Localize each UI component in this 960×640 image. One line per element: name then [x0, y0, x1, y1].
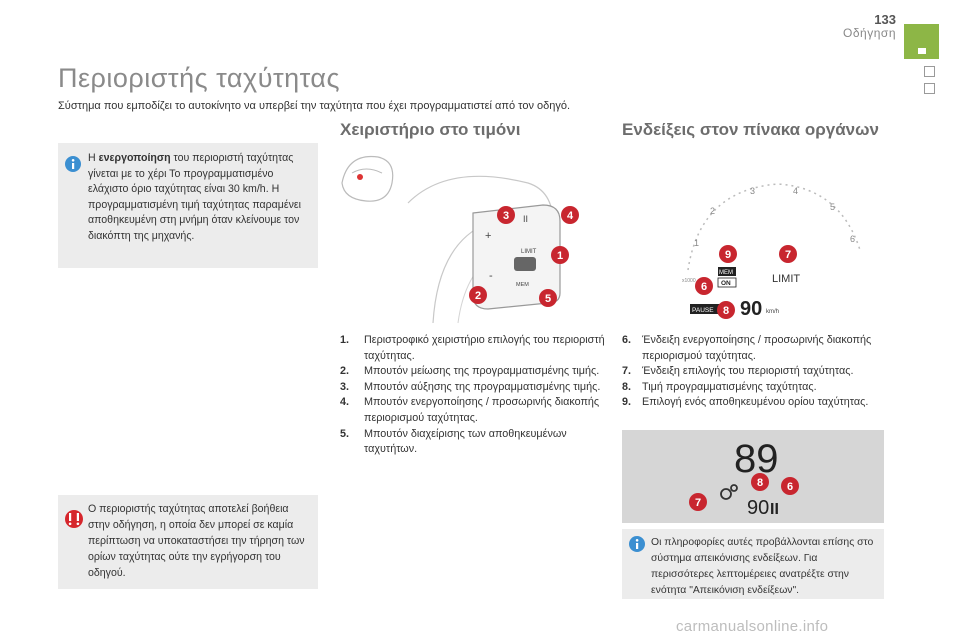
page-subtitle: Σύστημα που εμποδίζει το αυτοκίνητο να υ… [58, 100, 571, 112]
list-item: 3.Μπουτόν αύξησης της προγραμματισμένης … [340, 380, 601, 393]
svg-text:2: 2 [475, 290, 481, 302]
pause-indicator: PAUSE [692, 307, 714, 314]
minus-button-glyph: - [489, 270, 493, 282]
callout-3: 3 [497, 206, 515, 224]
section-heading-wheel: Χειριστήριο στο τιμόνι [340, 120, 521, 139]
svg-text:7: 7 [785, 249, 791, 261]
watermark: carmanualsonline.info [676, 618, 829, 635]
on-indicator: ON [721, 280, 731, 287]
rpm-tick-5: 5 [830, 202, 835, 212]
rpm-tick-4: 4 [793, 186, 798, 196]
callout-5: 5 [539, 289, 557, 307]
speed-limiter-icon [720, 484, 738, 500]
thumbnail-wheel-icon [341, 155, 394, 202]
svg-text:7: 7 [695, 497, 701, 509]
callout-8: 8 [751, 473, 769, 491]
callout-7: 7 [779, 245, 797, 263]
info-box-text: Η ενεργοποίηση του περιοριστή ταχύτητας … [88, 152, 301, 242]
list-item: 5.Μπουτόν διαχείρισης των αποθηκευμένων … [340, 427, 567, 456]
page-title: Περιοριστής ταχύτητας [58, 63, 341, 93]
rpm-tick-3: 3 [750, 186, 755, 196]
instrument-cluster-illustration: 1 2 3 4 5 6 x1000 MEM ON LIMIT PAUSE 90 … [682, 183, 861, 320]
svg-text:8: 8 [723, 305, 729, 317]
list-item: 2.Μπουτόν μείωσης της προγραμματισμένης … [340, 365, 600, 378]
svg-text:6: 6 [701, 281, 707, 293]
list-item: 1.Περιστροφικό χειριστήριο επιλογής του … [340, 334, 605, 362]
svg-text:9: 9 [725, 249, 731, 261]
list-item: 7.Ένδειξη επιλογής του περιοριστή ταχύτη… [622, 365, 854, 378]
limit-indicator: LIMIT [772, 273, 800, 285]
svg-text:5: 5 [545, 293, 551, 305]
callout-6: 6 [695, 277, 713, 295]
speed-unit: km/h [766, 309, 779, 315]
rpm-tick-2: 2 [710, 206, 715, 216]
svg-text:1: 1 [557, 250, 563, 262]
svg-text:6: 6 [787, 481, 793, 493]
display-limit-value: 90 [747, 497, 769, 519]
callout-8: 8 [717, 301, 735, 319]
info-box-text: Οι πληροφορίες αυτές προβάλλονται επίσης… [651, 537, 874, 596]
chapter-tab-active[interactable] [904, 24, 939, 59]
list-item: 4.Μπουτόν ενεργοποίησης / προσωρινής δια… [340, 396, 600, 424]
rpm-tick-6: 6 [850, 234, 855, 244]
chapter-tab[interactable] [924, 66, 935, 77]
list-item: 6.Ένδειξη ενεργοποίησης / προσωρινής δια… [622, 334, 872, 362]
list-item: 9.Επιλογή ενός αποθηκευμένου ορίου ταχύτ… [622, 396, 869, 409]
info-icon [628, 535, 646, 558]
chapter-tab[interactable] [924, 83, 935, 94]
plus-button-glyph: + [485, 230, 491, 242]
mem-indicator: MEM [719, 270, 733, 276]
rpm-tick-1: 1 [694, 238, 699, 248]
svg-text:8: 8 [757, 477, 763, 489]
warning-icon [64, 509, 84, 534]
info-box: Η ενεργοποίηση του περιοριστή ταχύτητας … [58, 143, 318, 268]
info-box: Οι πληροφορίες αυτές προβάλλονται επίσης… [622, 529, 884, 599]
display-pause-symbol: II [770, 501, 779, 518]
mem-button-label: MEM [516, 282, 529, 288]
display-screen-illustration: 89 90 II 7 8 6 [622, 430, 884, 523]
svg-text:3: 3 [503, 210, 509, 222]
section-heading-cluster: Ενδείξεις στον πίνακα οργάνων [622, 120, 879, 139]
info-icon [64, 155, 82, 178]
limit-speed-value: 90 [740, 298, 762, 320]
wheel-controls-list: 1.Περιστροφικό χειριστήριο επιλογής του … [340, 333, 605, 458]
limit-button-label: LIMIT [521, 249, 537, 255]
list-item: 8.Τιμή προγραμματισμένης ταχύτητας. [622, 380, 817, 393]
callout-2: 2 [469, 286, 487, 304]
steering-wheel-illustration: II + LIMIT - MEM 3 4 1 2 5 [341, 155, 579, 324]
callout-9: 9 [719, 245, 737, 263]
pause-button-glyph: II [523, 214, 528, 224]
warning-box: Ο περιοριστής ταχύτητας αποτελεί βοήθεια… [58, 495, 318, 589]
current-speed: 89 [734, 437, 779, 481]
chapter-label: Οδήγηση [843, 26, 896, 40]
page-number: 133 [874, 12, 896, 27]
callout-6: 6 [781, 477, 799, 495]
callout-7: 7 [689, 493, 707, 511]
callout-1: 1 [551, 246, 569, 264]
warning-box-text: Ο περιοριστής ταχύτητας αποτελεί βοήθεια… [88, 503, 305, 579]
svg-text:4: 4 [567, 210, 574, 222]
rpm-scale-label: x1000 [682, 278, 696, 284]
callout-4: 4 [561, 206, 579, 224]
cluster-indications-list: 6.Ένδειξη ενεργοποίησης / προσωρινής δια… [622, 333, 892, 411]
